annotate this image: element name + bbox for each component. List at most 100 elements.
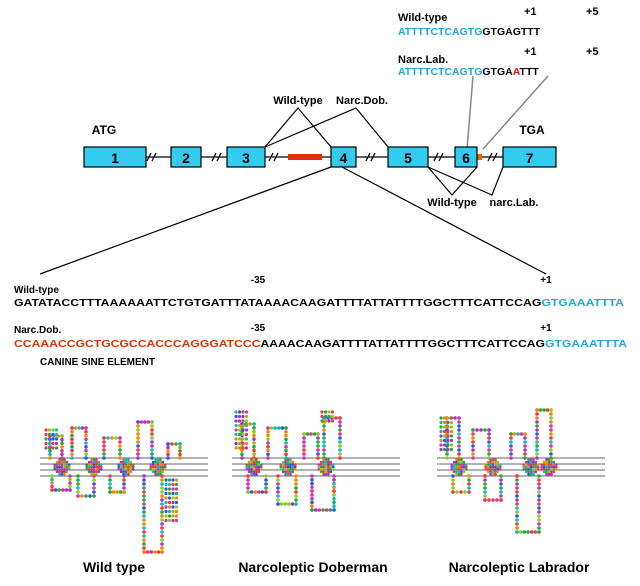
nucleotide-dot: [150, 428, 154, 432]
nucleotide-dot: [439, 420, 443, 425]
nucleotide-dot: [122, 472, 125, 476]
nucleotide-dot: [250, 458, 254, 462]
nucleotide-dot: [252, 444, 256, 449]
nucleotide-dot: [287, 502, 291, 506]
nucleotide-dot: [552, 470, 556, 474]
nucleotide-dot: [252, 465, 256, 469]
nucleotide-dot: [535, 448, 539, 452]
nucleotide-dot: [70, 433, 74, 438]
nucleotide-dot: [237, 432, 242, 437]
nucleotide-dot: [58, 472, 61, 476]
nucleotide-dot: [70, 456, 74, 460]
nucleotide-dot: [110, 436, 114, 440]
nucleotide-dot: [284, 463, 287, 466]
nucleotide-dot: [538, 408, 543, 412]
nucleotide-dot: [491, 458, 495, 462]
nucleotide-dot: [160, 482, 164, 486]
nucleotide-dot: [289, 470, 292, 474]
nucleotide-dot: [322, 463, 325, 466]
nucleotide-dot: [284, 433, 288, 438]
nucleotide-dot: [532, 472, 535, 476]
nucleotide-dot: [496, 463, 500, 466]
nucleotide-dot: [246, 490, 250, 494]
nucleotide-dot: [537, 482, 541, 486]
nucleotide-dot: [457, 444, 461, 448]
nucleotide-dot: [536, 465, 540, 469]
nucleotide-dot: [58, 468, 61, 471]
nucleotide-dot: [329, 463, 333, 466]
nucleotide-dot: [450, 465, 454, 469]
nucleotide-dot: [509, 448, 513, 452]
nucleotide-dot: [294, 498, 298, 502]
nucleotide-dot: [115, 490, 119, 494]
nucleotide-dot: [322, 458, 325, 462]
nucleotide-dot: [252, 429, 256, 434]
nucleotide-dot: [114, 436, 118, 440]
nucleotide-dot: [241, 419, 245, 423]
nucleotide-dot: [53, 488, 58, 492]
nucleotide-dot: [529, 463, 533, 466]
inset-narc-lab-intron-seq1: GTGA: [482, 66, 513, 78]
nucleotide-dot: [160, 550, 164, 554]
nucleotide-dot: [269, 426, 274, 430]
nucleotide-dot: [174, 500, 179, 505]
nucleotide-dot: [524, 460, 528, 464]
nucleotide-dot: [246, 478, 250, 482]
nucleotide-dot: [439, 416, 443, 420]
nucleotide-dot: [65, 465, 69, 469]
nucleotide-dot: [286, 468, 290, 471]
nucleotide-dot: [329, 465, 333, 469]
nucleotide-dot: [276, 486, 280, 490]
nucleotide-dot: [483, 474, 487, 478]
nucleotide-dot: [171, 478, 175, 482]
nucleotide-dot: [487, 498, 491, 502]
nucleotide-dot: [535, 420, 539, 424]
nucleotide-dot: [332, 493, 336, 497]
nucleotide-dot: [84, 456, 88, 460]
nucleotide-dot: [515, 494, 519, 498]
nucleotide-dot: [131, 465, 135, 469]
nucleotide-dot: [150, 424, 154, 428]
nucleotide-dot: [167, 500, 172, 505]
nucleotide-dot: [154, 468, 158, 471]
nucleotide-dot: [84, 445, 88, 449]
nucleotide-dot: [284, 445, 288, 449]
nucleotide-dot: [294, 494, 298, 498]
exon-7: 7: [502, 146, 557, 168]
nucleotide-dot: [167, 478, 172, 482]
nucleotide-dot: [84, 448, 88, 453]
nucleotide-dot: [76, 490, 80, 494]
nucleotide-dot: [95, 458, 98, 462]
nucleotide-dot: [289, 458, 292, 462]
nucleotide-dot: [499, 490, 503, 494]
nucleotide-dot: [328, 508, 333, 512]
nucleotide-dot: [249, 490, 254, 494]
nucleotide-dot: [319, 463, 323, 466]
nucleotide-dot: [523, 436, 527, 440]
nucleotide-dot: [68, 477, 72, 482]
nucleotide-dot: [284, 437, 288, 442]
nucleotide-dot: [154, 470, 158, 474]
nucleotide-dot: [266, 430, 270, 434]
nucleotide-dot: [160, 506, 164, 510]
nucleotide-dot: [276, 498, 280, 502]
nucleotide-dot: [286, 472, 290, 476]
nucleotide-dot: [174, 509, 179, 514]
nucleotide-dot: [237, 441, 242, 446]
nucleotide-dot: [442, 434, 447, 438]
nucleotide-dot: [457, 463, 461, 466]
nucleotide-dot: [279, 468, 283, 471]
nucleotide-dot: [547, 470, 551, 474]
nucleotide-dot: [50, 488, 54, 492]
nucleotide-dot: [302, 440, 306, 444]
nucleotide-dot: [257, 465, 261, 469]
nucleotide-dot: [491, 465, 495, 469]
nucleotide-dot: [53, 465, 57, 469]
nucleotide-dot: [70, 437, 74, 442]
nucleotide-dot: [330, 419, 335, 423]
nucleotide-dot: [102, 452, 106, 456]
nucleotide-dot: [542, 465, 546, 469]
nucleotide-dot: [317, 465, 321, 469]
nucleotide-dot: [552, 468, 556, 471]
nucleotide-dot: [58, 470, 61, 474]
